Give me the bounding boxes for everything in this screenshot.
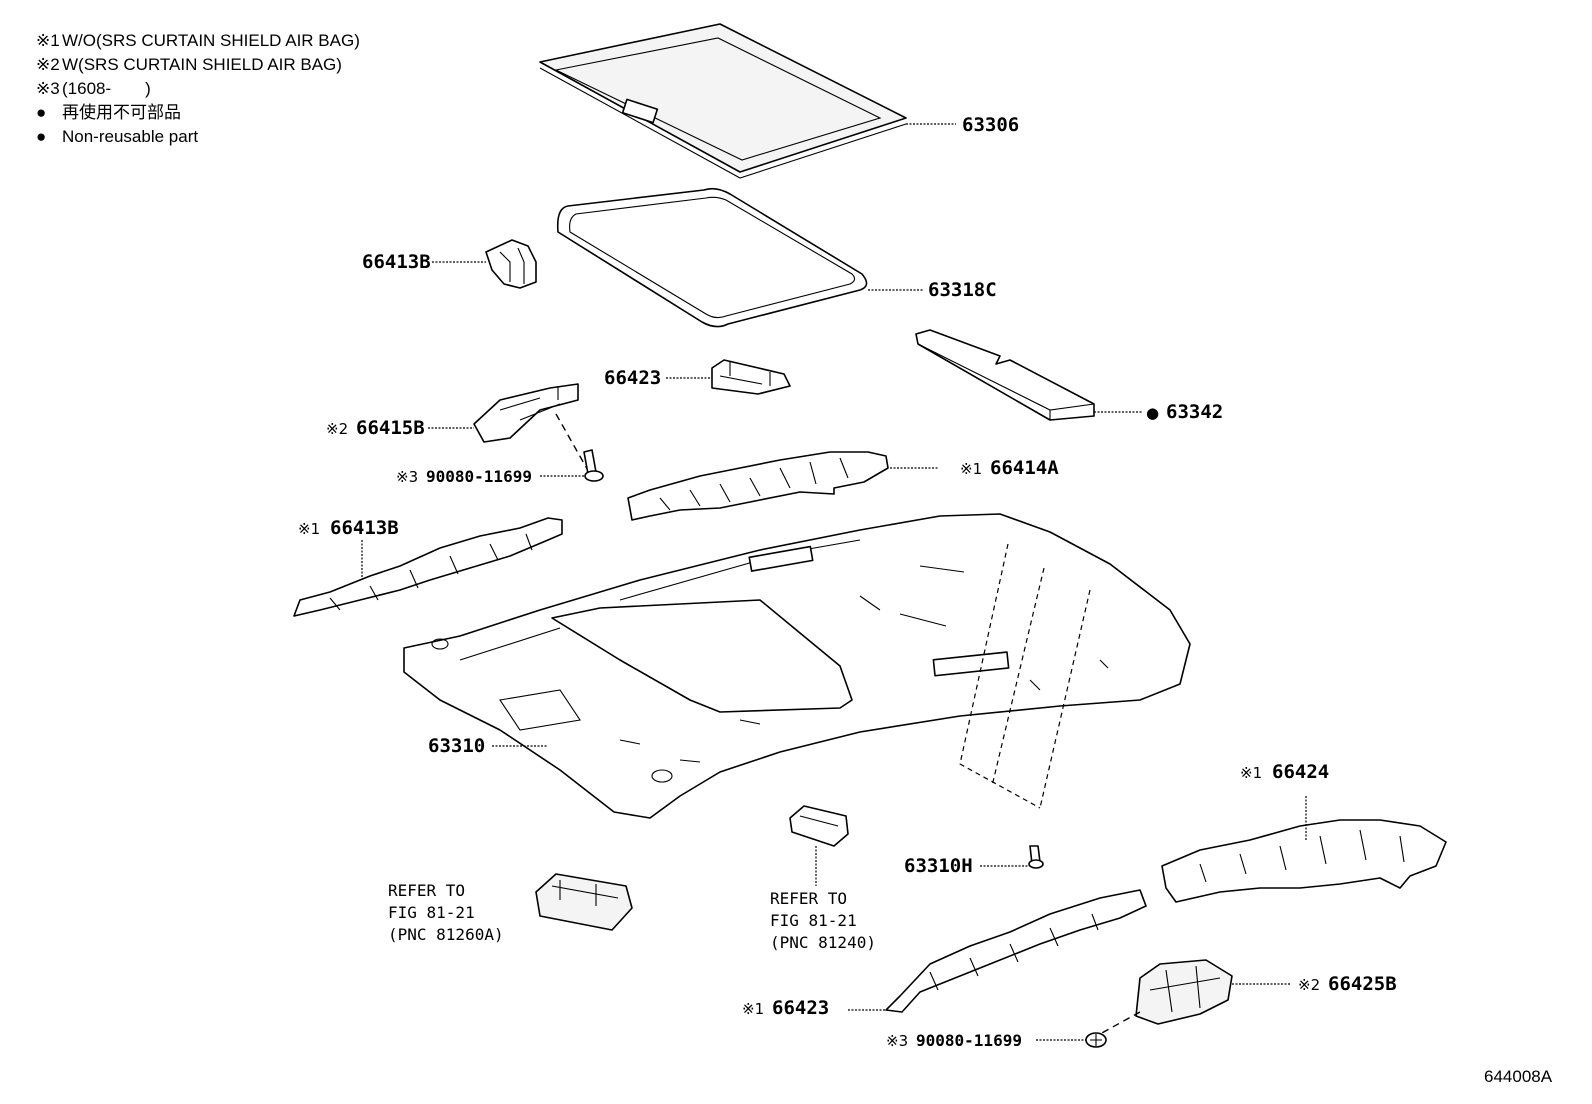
refer-center-line-2: FIG 81-21 <box>770 911 857 930</box>
legend: ※1 W/O(SRS CURTAIN SHIELD AIR BAG) ※2 W(… <box>36 31 360 146</box>
label-66424[interactable]: 66424 <box>1272 761 1329 783</box>
label-63310[interactable]: 63310 <box>428 735 485 757</box>
refer-left-line-3: (PNC 81260A) <box>388 925 504 944</box>
part-66413B-clip-top[interactable] <box>485 239 537 289</box>
label-63318C[interactable]: 63318C <box>928 279 997 301</box>
label-66423-bottom-prefix: ※1 <box>742 1000 764 1018</box>
part-90080-11699-screw-top[interactable] <box>583 449 604 482</box>
diagram-id: 644008A <box>1484 1067 1553 1086</box>
label-66425B-prefix: ※2 <box>1298 976 1320 994</box>
refer-note-center[interactable]: REFER TO FIG 81-21 (PNC 81240) <box>770 889 876 952</box>
part-63306-sunshade[interactable] <box>539 23 907 179</box>
legend-text-4: 再使用不可部品 <box>62 102 181 122</box>
part-63310H-clip[interactable] <box>1028 845 1044 869</box>
part-66415B-bracket[interactable] <box>473 383 579 443</box>
label-66425B[interactable]: 66425B <box>1328 973 1397 995</box>
label-90080-bottom-prefix: ※3 <box>886 1032 908 1050</box>
part-66423-rail-bottom[interactable] <box>885 889 1147 1013</box>
dash-66415B-screw <box>555 413 591 475</box>
label-90080-bottom[interactable]: 90080-11699 <box>916 1031 1022 1050</box>
label-66415B[interactable]: 66415B <box>356 417 425 439</box>
label-66415B-prefix: ※2 <box>326 420 348 438</box>
legend-mark-3: ※3 <box>36 79 60 98</box>
label-66413B-side-prefix: ※1 <box>298 520 320 538</box>
part-63342-pad[interactable] <box>915 329 1095 421</box>
part-66424-rail[interactable] <box>1161 819 1447 903</box>
part-63318C-weatherstrip[interactable] <box>556 187 868 328</box>
refer-left-line-1: REFER TO <box>388 881 465 900</box>
label-66413B-top[interactable]: 66413B <box>362 251 431 273</box>
part-labels: 63306 66413B 63318C 66423 ● 63342 ※2 664… <box>298 114 1397 1050</box>
legend-mark-1: ※1 <box>36 31 60 50</box>
label-63310H[interactable]: 63310H <box>904 855 973 877</box>
refer-center-line-3: (PNC 81240) <box>770 933 876 952</box>
label-63306[interactable]: 63306 <box>962 114 1019 136</box>
legend-text-3: (1608- ) <box>62 79 151 98</box>
part-room-lamp-center[interactable] <box>789 805 849 847</box>
part-66423-clip-top[interactable] <box>711 359 791 395</box>
label-63342[interactable]: 63342 <box>1166 401 1223 423</box>
part-90080-11699-screw-bottom[interactable] <box>1085 1032 1107 1048</box>
label-66424-prefix: ※1 <box>1240 764 1262 782</box>
legend-mark-4: ● <box>36 103 46 122</box>
dashed-outline-63310H <box>959 543 1091 809</box>
legend-text-1: W/O(SRS CURTAIN SHIELD AIR BAG) <box>62 31 360 50</box>
dash-66425B-screw <box>1099 1011 1141 1035</box>
refer-left-line-2: FIG 81-21 <box>388 903 475 922</box>
label-66413B-side[interactable]: 66413B <box>330 517 399 539</box>
label-66414A[interactable]: 66414A <box>990 457 1059 479</box>
legend-mark-2: ※2 <box>36 55 60 74</box>
refer-center-line-1: REFER TO <box>770 889 847 908</box>
part-66425B-bracket[interactable] <box>1135 959 1233 1025</box>
legend-text-5: Non-reusable part <box>62 127 198 146</box>
part-map-lamp-left[interactable] <box>535 873 633 931</box>
part-66413B-rail-side[interactable] <box>293 517 563 617</box>
label-66423-bottom[interactable]: 66423 <box>772 997 829 1019</box>
part-66414A-rail[interactable] <box>627 451 889 521</box>
label-66414A-prefix: ※1 <box>960 460 982 478</box>
legend-text-2: W(SRS CURTAIN SHIELD AIR BAG) <box>62 55 342 74</box>
label-90080-top-prefix: ※3 <box>396 468 418 486</box>
label-66423-top[interactable]: 66423 <box>604 367 661 389</box>
label-90080-top[interactable]: 90080-11699 <box>426 467 532 486</box>
part-63310-headliner[interactable] <box>403 513 1191 819</box>
legend-mark-5: ● <box>36 127 46 146</box>
label-63342-prefix: ● <box>1146 404 1159 422</box>
refer-note-left[interactable]: REFER TO FIG 81-21 (PNC 81260A) <box>388 881 504 944</box>
